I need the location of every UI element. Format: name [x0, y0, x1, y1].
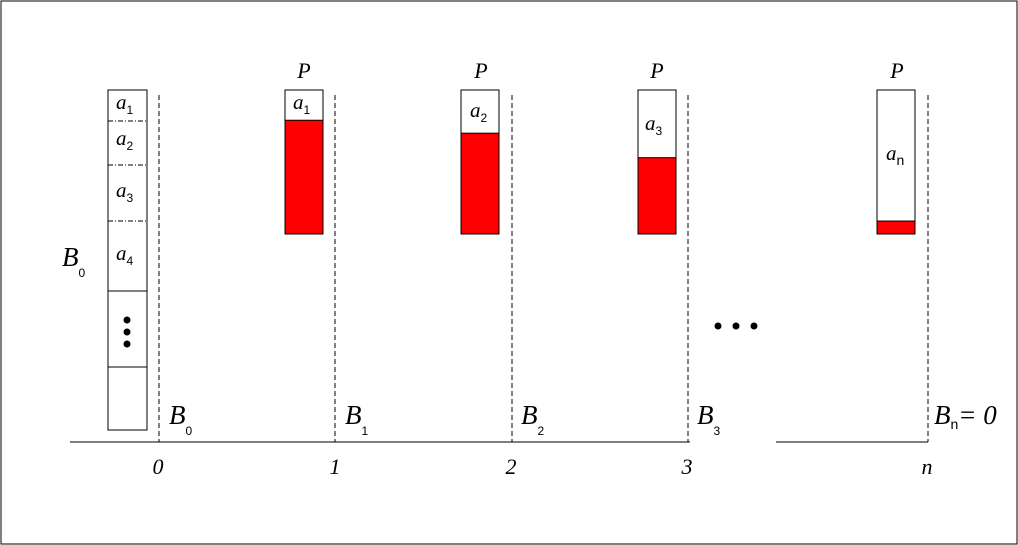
segment-label-a3: a3	[116, 178, 134, 205]
axis-tick-label: n	[922, 454, 933, 479]
step-b-label: B0	[169, 400, 193, 438]
p-filled-portion	[460, 132, 500, 235]
p-box	[876, 89, 916, 235]
ellipsis-dot	[732, 322, 740, 330]
p-label: P	[473, 58, 487, 83]
axis-tick-label: 0	[153, 454, 164, 479]
stack-label-b0: B0	[62, 242, 86, 280]
step-3: B3 3 P a3	[637, 58, 721, 479]
p-label: P	[889, 58, 903, 83]
ellipsis-dot	[714, 322, 722, 330]
step-n: Bn= 0 n P an	[876, 58, 997, 479]
ellipsis-dot	[750, 322, 758, 330]
axis-tick-label: 2	[506, 454, 517, 479]
horizontal-ellipsis	[714, 322, 758, 330]
vertical-ellipsis-dot	[123, 340, 131, 348]
segment-label-a4: a4	[116, 241, 134, 268]
step-b-label: Bn= 0	[934, 400, 997, 432]
step-b-label: B3	[697, 400, 721, 438]
vertical-ellipsis-dot	[123, 316, 131, 324]
stack-box	[107, 89, 148, 431]
step-2: B2 2 P a2	[460, 58, 545, 479]
step-1: B1 1 P a1	[284, 58, 369, 479]
p-a-label: a2	[470, 98, 488, 125]
axis-tick-label: 3	[681, 454, 693, 479]
p-label: P	[296, 58, 310, 83]
step-b-label: B2	[521, 400, 545, 438]
p-filled-portion	[637, 157, 677, 235]
p-a-label: a1	[293, 90, 311, 117]
p-filled-portion	[284, 119, 324, 235]
vertical-ellipsis-dot	[123, 328, 131, 336]
segment-label-a1: a1	[116, 90, 134, 117]
p-a-label: an	[886, 141, 904, 168]
p-filled-portion	[876, 220, 916, 235]
segment-label-a2: a2	[116, 126, 134, 153]
p-label: P	[649, 58, 663, 83]
initial-stack: a1 a2 a3 a4 B0	[62, 89, 148, 431]
p-a-label: a3	[645, 111, 663, 138]
step-b-label: B1	[345, 400, 369, 438]
axis-tick-label: 1	[330, 454, 341, 479]
step-0: B0 0	[153, 95, 193, 479]
